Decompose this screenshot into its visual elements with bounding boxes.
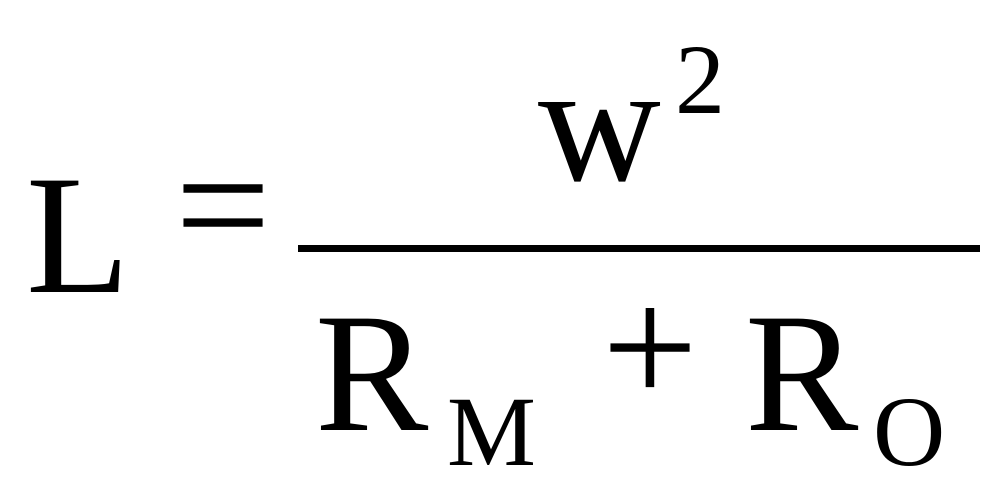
equals-sign: = (175, 111, 271, 299)
fraction-bar (298, 245, 980, 252)
denominator-term1-variable: R (315, 279, 429, 467)
denominator-term2-variable: R (745, 279, 859, 467)
plus-operator: + (602, 253, 698, 441)
denominator-term2-subscript: O (873, 376, 946, 487)
numerator-exponent: 2 (675, 24, 725, 135)
numerator-variable: w (538, 29, 661, 217)
denominator-term1-subscript: M (447, 376, 536, 487)
lhs-variable: L (26, 141, 130, 329)
